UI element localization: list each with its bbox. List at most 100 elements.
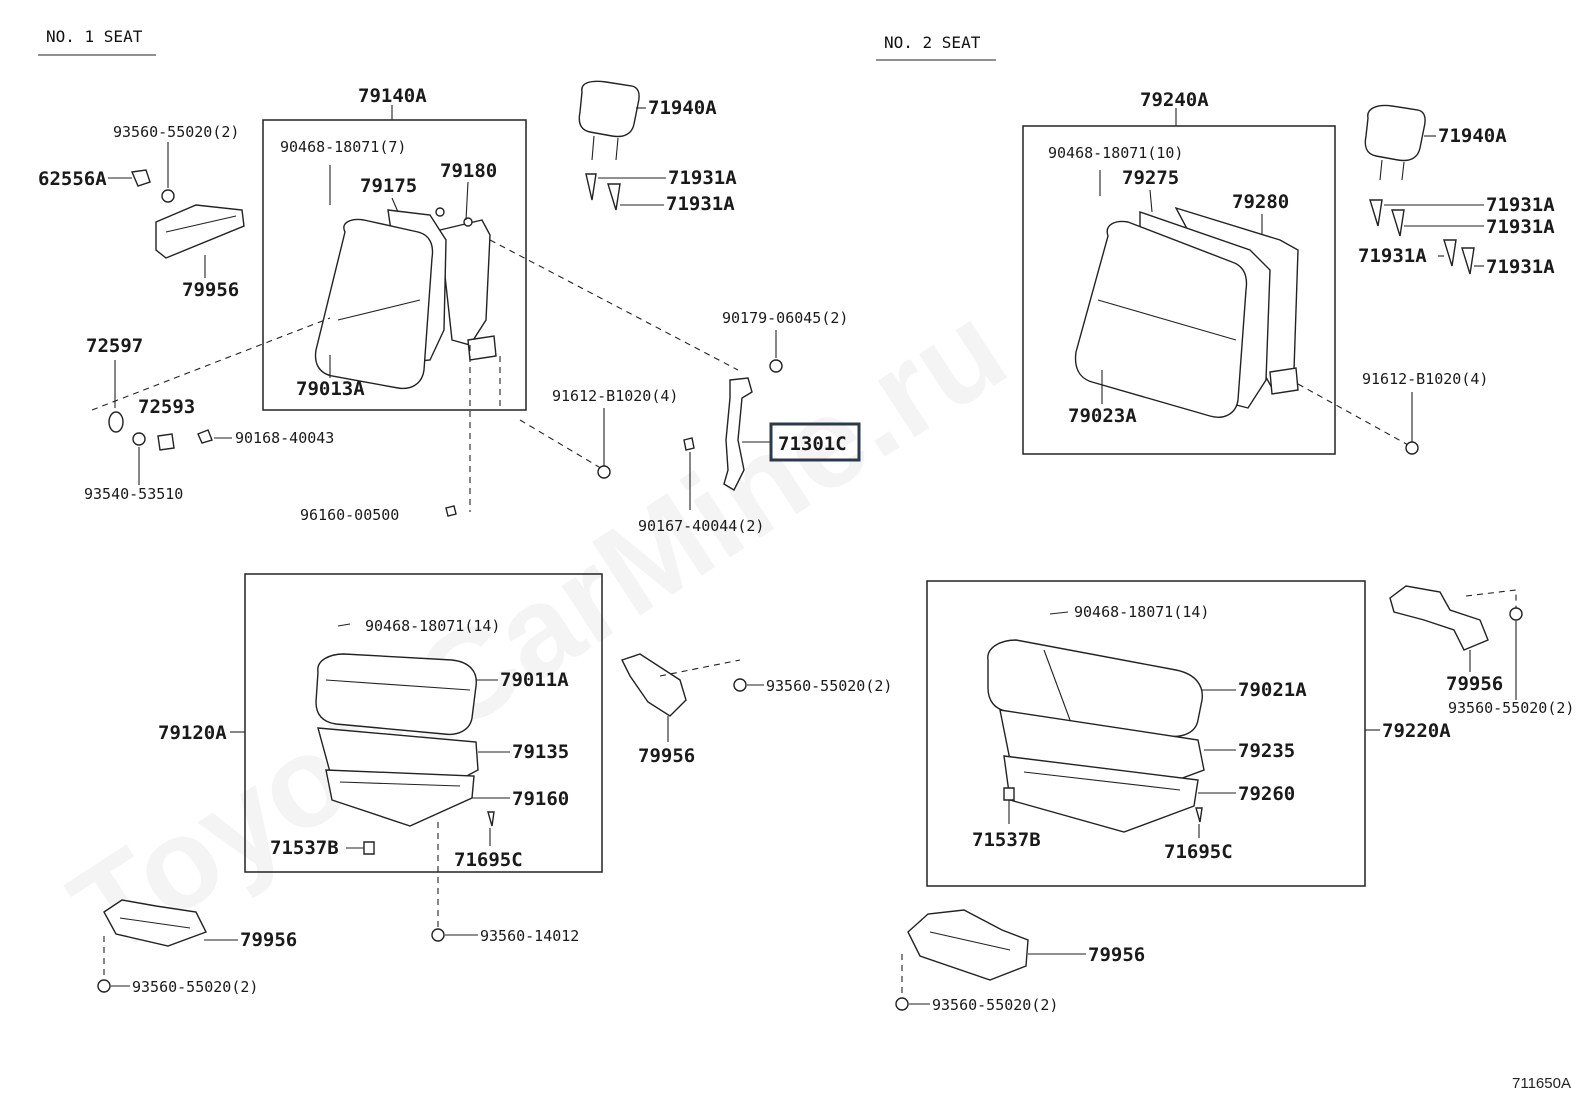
headrest2-post-2 [1401, 161, 1405, 181]
clip-90167 [683, 437, 695, 451]
label-90468-18071-10[interactable]: 90468-18071(10) [1048, 144, 1183, 162]
label-90168-40043[interactable]: 90168-40043 [235, 429, 334, 447]
label-91612-B1020-4-b[interactable]: 91612-B1020(4) [1362, 370, 1488, 388]
label-71931A-b[interactable]: 71931A [666, 193, 735, 215]
label-79140A[interactable]: 79140A [358, 85, 427, 107]
label-71931A-a[interactable]: 71931A [668, 167, 737, 189]
label-79180[interactable]: 79180 [440, 160, 497, 182]
dash-91612-a [519, 419, 605, 471]
label-79956-c[interactable]: 79956 [638, 745, 695, 767]
label-93560-55020-2-b[interactable]: 93560-55020(2) [132, 978, 258, 996]
leader-79180 [465, 181, 469, 221]
label-71301C[interactable]: 71301C [778, 433, 847, 455]
figure-number: 711650A [1512, 1075, 1571, 1092]
seat2-title: NO. 2 SEAT [884, 33, 981, 52]
bracket-79956-d [907, 909, 1029, 981]
label-79280[interactable]: 79280 [1232, 191, 1289, 213]
cushion-frame-detail [339, 781, 461, 787]
cushion-seam-a [325, 679, 471, 691]
armrest-79956 [155, 204, 245, 259]
label-71695C-b[interactable]: 71695C [1164, 841, 1233, 863]
dash-91612-b [1297, 383, 1411, 447]
label-79011A[interactable]: 79011A [500, 669, 569, 691]
label-62556A[interactable]: 62556A [38, 168, 107, 190]
label-71537B-b[interactable]: 71537B [972, 829, 1041, 851]
label-93560-55020-2-a[interactable]: 93560-55020(2) [113, 123, 239, 141]
label-79021A[interactable]: 79021A [1238, 679, 1307, 701]
label-79956-a[interactable]: 79956 [182, 279, 239, 301]
label-79956-b[interactable]: 79956 [240, 929, 297, 951]
guide-71931A-e [1443, 239, 1457, 267]
leader-90468-14-a [337, 623, 351, 627]
seatbelt-71301C [723, 377, 753, 491]
label-79120A[interactable]: 79120A [158, 722, 227, 744]
bracket-b-detail [119, 917, 191, 929]
label-90468-18071-14-b[interactable]: 90468-18071(14) [1074, 603, 1209, 621]
label-79023A[interactable]: 79023A [1068, 405, 1137, 427]
dash-93560-c [659, 659, 741, 677]
label-79275[interactable]: 79275 [1122, 167, 1179, 189]
label-90167-40044-2[interactable]: 90167-40044(2) [638, 517, 764, 535]
screw-93560-d [895, 997, 909, 1011]
label-71940A-a[interactable]: 71940A [648, 97, 717, 119]
label-90468-18071-14-a[interactable]: 90468-18071(14) [365, 617, 500, 635]
label-93560-55020-2-e[interactable]: 93560-55020(2) [1448, 699, 1574, 717]
clip-96160 [445, 505, 457, 517]
seat2-cushion-assembly [987, 639, 1205, 833]
label-90179-06045-2[interactable]: 90179-06045(2) [722, 309, 848, 327]
label-96160-00500[interactable]: 96160-00500 [300, 506, 399, 524]
armrest-detail [165, 215, 237, 233]
leader-90468-14-b [1049, 611, 1069, 615]
label-71931A-c[interactable]: 71931A [1486, 194, 1555, 216]
clip-90168 [197, 429, 213, 444]
cushion-frame-79160 [325, 769, 475, 827]
label-79956-e[interactable]: 79956 [1446, 673, 1503, 695]
clip-71695C-b [1195, 807, 1203, 823]
label-79956-d[interactable]: 79956 [1088, 944, 1145, 966]
seat2-back-frame-box [1022, 125, 1336, 455]
seat1-back-frame-box [262, 119, 527, 411]
headrest-71940A-a [578, 80, 640, 138]
nut-90179 [769, 359, 783, 373]
label-79135[interactable]: 79135 [512, 741, 569, 763]
label-93560-14012[interactable]: 93560-14012 [480, 927, 579, 945]
dash-72597 [91, 317, 331, 411]
label-79260[interactable]: 79260 [1238, 783, 1295, 805]
bolt-91612-b [1405, 441, 1419, 455]
label-71940A-b[interactable]: 71940A [1438, 125, 1507, 147]
label-79175[interactable]: 79175 [360, 175, 417, 197]
label-72597[interactable]: 72597 [86, 335, 143, 357]
ring-72597 [108, 411, 124, 433]
label-91612-B1020-4-a[interactable]: 91612-B1020(4) [552, 387, 678, 405]
label-71931A-f[interactable]: 71931A [1486, 256, 1555, 278]
label-71537B-a[interactable]: 71537B [270, 837, 339, 859]
guide-71931A-b [607, 183, 621, 211]
label-93560-55020-2-d[interactable]: 93560-55020(2) [932, 996, 1058, 1014]
headrest-71940A-b [1364, 104, 1426, 162]
label-71931A-e[interactable]: 71931A [1358, 245, 1427, 267]
bracket-79956-c [621, 653, 687, 717]
clip-71537B-b [1003, 787, 1015, 801]
label-79220A[interactable]: 79220A [1382, 720, 1451, 742]
label-79240A[interactable]: 79240A [1140, 89, 1209, 111]
headrest-guide-1 [463, 217, 473, 227]
label-72593[interactable]: 72593 [138, 396, 195, 418]
label-71695C-a[interactable]: 71695C [454, 849, 523, 871]
label-93560-55020-2-c[interactable]: 93560-55020(2) [766, 677, 892, 695]
label-79160[interactable]: 79160 [512, 788, 569, 810]
label-79235[interactable]: 79235 [1238, 740, 1295, 762]
dash-belt [489, 239, 739, 371]
screw-93560-e [1509, 607, 1523, 621]
label-71931A-d[interactable]: 71931A [1486, 216, 1555, 238]
label-90468-18071-7[interactable]: 90468-18071(7) [280, 138, 406, 156]
label-79013A[interactable]: 79013A [296, 378, 365, 400]
label-93540-53510[interactable]: 93540-53510 [84, 485, 183, 503]
seat1-back-cover [314, 218, 434, 390]
seat1-cushion-box [244, 573, 603, 873]
seat1-cushion-assembly [315, 653, 479, 827]
seat1-title: NO. 1 SEAT [46, 27, 143, 46]
bolt-91612-a [597, 465, 611, 479]
seat1-back-seam [337, 299, 421, 321]
